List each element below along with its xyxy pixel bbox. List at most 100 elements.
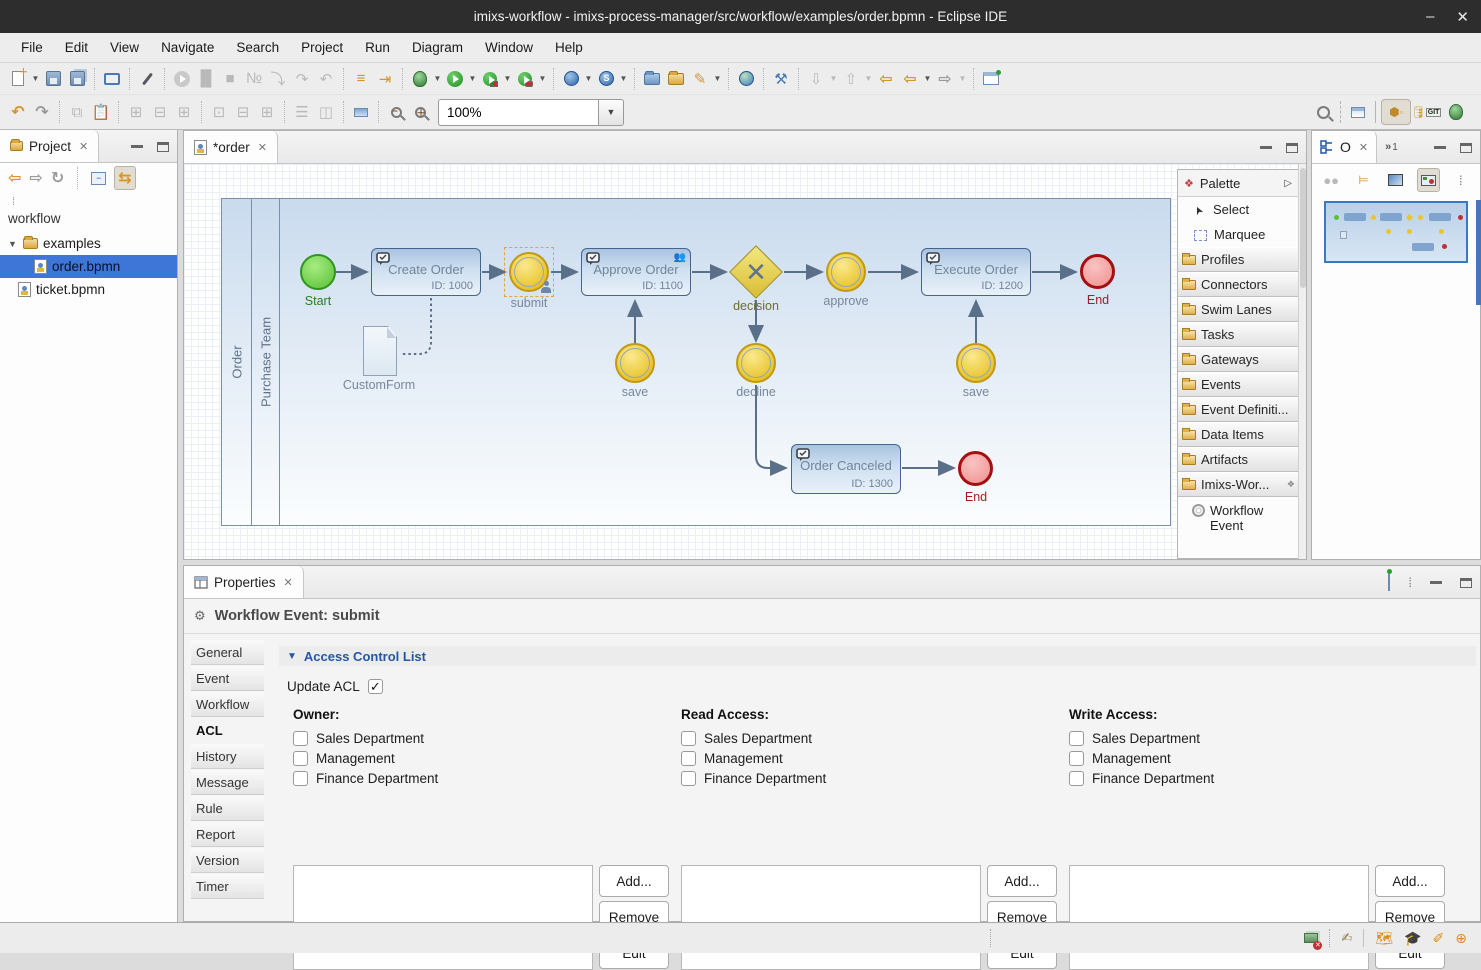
checkbox[interactable] <box>681 751 696 766</box>
maximize-editor-button[interactable] <box>1286 142 1298 153</box>
minimize-view-button[interactable] <box>131 145 143 148</box>
view-menu-icon[interactable]: ⁞ <box>1459 172 1463 188</box>
owner-option-management[interactable]: Management <box>293 751 678 766</box>
end-event-2[interactable] <box>958 451 993 486</box>
run-external-button[interactable]: ⚒ <box>774 70 788 88</box>
thumbnail-view-icon[interactable] <box>1417 168 1440 192</box>
menu-file[interactable]: File <box>21 40 43 55</box>
run-dropdown[interactable]: ▼ <box>468 74 477 83</box>
menu-diagram[interactable]: Diagram <box>411 40 463 55</box>
event-approve[interactable] <box>826 252 866 292</box>
new-server-dropdown[interactable]: ▼ <box>584 74 593 83</box>
prop-tab-report[interactable]: Report <box>191 822 264 847</box>
section-collapse-icon[interactable]: ▼ <box>287 650 297 662</box>
back-button[interactable]: ⇦ <box>903 70 917 88</box>
event-submit[interactable] <box>509 252 549 292</box>
palette-tool-marquee[interactable]: Marquee <box>1178 222 1298 247</box>
tree-item-examples[interactable]: ▼ examples <box>0 232 177 255</box>
open-type-button[interactable] <box>640 67 664 91</box>
profile-dropdown[interactable]: ▼ <box>538 74 547 83</box>
checkbox[interactable] <box>1069 751 1084 766</box>
coverage-button[interactable] <box>478 67 502 91</box>
drawer-connectors[interactable]: Connectors <box>1178 272 1298 297</box>
undo-button[interactable]: ↶ <box>11 104 25 121</box>
editor-writable-icon[interactable]: ✍ <box>1341 930 1353 945</box>
read-add-button[interactable]: Add... <box>987 865 1057 897</box>
read-option-finance[interactable]: Finance Department <box>681 771 1066 786</box>
pin-editor-button[interactable] <box>979 67 1003 91</box>
checkbox[interactable] <box>681 771 696 786</box>
save-button[interactable] <box>41 67 65 91</box>
workbench-scrollbar-thumb[interactable] <box>1476 200 1481 305</box>
read-option-sales[interactable]: Sales Department <box>681 731 1066 746</box>
debug-button[interactable] <box>408 67 432 91</box>
prop-tab-general[interactable]: General <box>191 640 264 665</box>
console-icon[interactable] <box>100 67 124 91</box>
prop-tab-version[interactable]: Version <box>191 848 264 873</box>
minimize-button[interactable]: – <box>1426 8 1435 25</box>
open-perspective-button[interactable] <box>1346 100 1370 124</box>
end-event-1[interactable] <box>1080 254 1115 289</box>
data-object-customform[interactable] <box>363 326 397 376</box>
prop-tab-history[interactable]: History <box>191 744 264 769</box>
checkbox[interactable] <box>681 731 696 746</box>
browser-button[interactable] <box>734 67 758 91</box>
start-event[interactable] <box>300 254 336 290</box>
new-server-button[interactable] <box>559 67 583 91</box>
perspective-bpmn-button[interactable]: ⬢▫ <box>1381 99 1411 125</box>
new-wizard-button[interactable] <box>6 65 30 91</box>
menu-navigate[interactable]: Navigate <box>161 40 215 55</box>
web-service-button[interactable]: S <box>594 67 618 91</box>
zoom-out-button[interactable]: − <box>384 100 408 124</box>
back-dropdown[interactable]: ▼ <box>923 74 932 83</box>
web-icon[interactable]: ⊕ <box>1455 929 1467 946</box>
palette-tool-select[interactable]: Select <box>1178 197 1298 222</box>
minimize-properties-button[interactable] <box>1430 581 1442 584</box>
event-decline[interactable] <box>736 343 776 383</box>
write-option-sales[interactable]: Sales Department <box>1069 731 1454 746</box>
skip-breakpoints-icon[interactable]: ⇥ <box>378 70 392 88</box>
drawer-tasks[interactable]: Tasks <box>1178 322 1298 347</box>
read-option-management[interactable]: Management <box>681 751 1066 766</box>
menu-help[interactable]: Help <box>554 40 583 55</box>
read-access-list[interactable] <box>681 865 981 970</box>
prop-tab-message[interactable]: Message <box>191 770 264 795</box>
drawer-events[interactable]: Events <box>1178 372 1298 397</box>
learn-icon[interactable]: 🎓 <box>1404 929 1422 946</box>
palette-collapse-icon[interactable]: ▷ <box>1284 177 1292 189</box>
write-access-list[interactable] <box>1069 865 1369 970</box>
drawer-swim-lanes[interactable]: Swim Lanes <box>1178 297 1298 322</box>
owner-option-finance[interactable]: Finance Department <box>293 771 678 786</box>
maximize-view-button[interactable] <box>157 141 169 152</box>
twistie-icon[interactable]: ▼ <box>8 238 17 249</box>
tab-properties[interactable]: Properties ✕ <box>184 566 304 598</box>
annotation-pen-icon[interactable] <box>135 67 159 91</box>
owner-option-sales[interactable]: Sales Department <box>293 731 678 746</box>
pool-header[interactable]: Order <box>222 199 252 525</box>
menu-edit[interactable]: Edit <box>64 40 89 55</box>
menu-search[interactable]: Search <box>236 40 280 55</box>
pin-view-icon[interactable] <box>1388 571 1391 591</box>
write-add-button[interactable]: Add... <box>1375 865 1445 897</box>
zoom-in-button[interactable]: ＋ <box>414 106 426 118</box>
event-save-1[interactable] <box>615 343 655 383</box>
perspective-debug-button[interactable] <box>1441 99 1471 125</box>
search-pen-dropdown[interactable]: ▼ <box>713 74 722 83</box>
tutorials-icon[interactable]: 🗺 <box>1375 929 1394 946</box>
event-save-2[interactable] <box>956 343 996 383</box>
checkbox[interactable] <box>293 751 308 766</box>
tab-outline[interactable]: O ✕ <box>1312 131 1378 163</box>
wizard-icon[interactable]: ✐ <box>1432 929 1445 946</box>
checkbox[interactable] <box>1069 731 1084 746</box>
drawer-data-items[interactable]: Data Items <box>1178 422 1298 447</box>
write-option-finance[interactable]: Finance Department <box>1069 771 1454 786</box>
menu-run[interactable]: Run <box>365 40 390 55</box>
back-arrow-button[interactable]: ⇦ <box>8 170 22 187</box>
acl-section-header[interactable]: ▼ Access Control List <box>279 646 1476 666</box>
zoom-dropdown[interactable]: ▼ <box>598 98 624 126</box>
task-order-canceled[interactable]: Order Canceled ID: 1300 <box>791 444 901 494</box>
prop-tab-rule[interactable]: Rule <box>191 796 264 821</box>
task-execute-order[interactable]: Execute Order ID: 1200 <box>921 248 1031 296</box>
tree-item-order-bpmn[interactable]: order.bpmn <box>0 255 177 278</box>
tab-project-explorer[interactable]: Project ✕ <box>0 130 100 162</box>
